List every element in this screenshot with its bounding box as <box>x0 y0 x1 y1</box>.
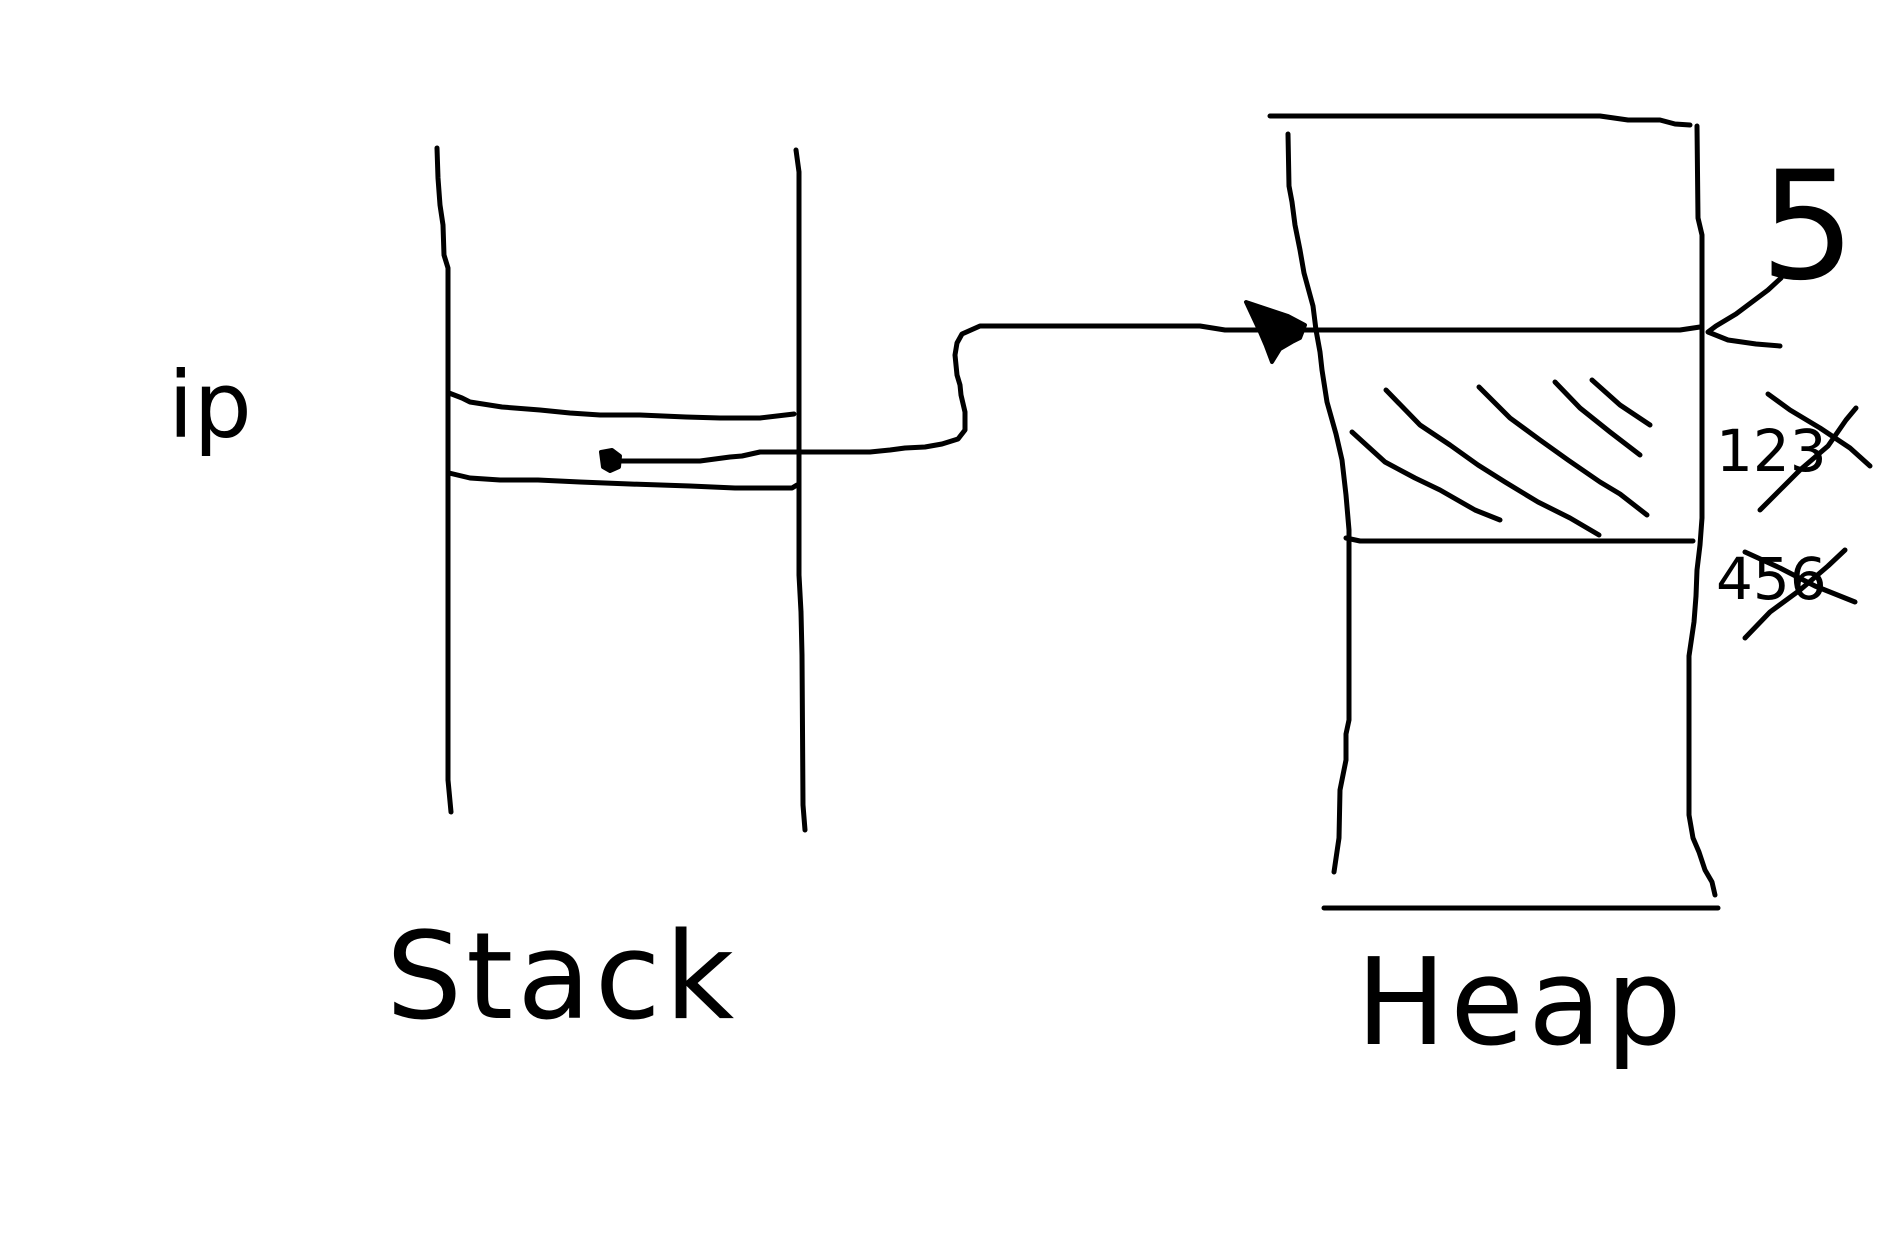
strike-123-mark-2 <box>1765 391 1873 469</box>
heap-block-hatch-2 <box>1349 429 1503 523</box>
heap-block-hatch-5 <box>1589 377 1653 428</box>
heap-label: Heap <box>1356 934 1686 1073</box>
struck-value-123: 123 <box>1716 417 1827 485</box>
heap-column <box>1267 113 1784 911</box>
pointer-variable-label: ip <box>168 352 252 459</box>
heap-block-top-line <box>1282 324 1703 333</box>
stack-right-wall <box>793 147 808 833</box>
stack-frame-ip <box>446 390 800 491</box>
pointer-arrowhead <box>1244 300 1307 364</box>
stack-label: Stack <box>386 908 739 1047</box>
heap-block-bottom-line <box>1343 535 1696 544</box>
heap-allocated-block <box>1282 324 1703 544</box>
heap-right-wall <box>1686 123 1718 898</box>
heap-block-hatch-3 <box>1476 384 1650 518</box>
stack-left-wall <box>434 145 454 815</box>
heap-left-wall <box>1285 131 1352 875</box>
heap-block-hatch-4 <box>1552 379 1643 458</box>
strike-456-mark-2 <box>1742 549 1858 605</box>
heap-top-line <box>1267 113 1693 128</box>
stack-column <box>434 145 808 833</box>
pointer-origin-dot <box>599 448 622 473</box>
stack-frame-bottom-line <box>446 470 800 491</box>
struck-value-456: 456 <box>1716 545 1827 613</box>
stack-frame-top-line <box>446 390 797 421</box>
pointer-arrow <box>599 300 1307 473</box>
pointer-line <box>615 323 1293 464</box>
strike-123-mark <box>1757 405 1859 513</box>
value-pointer-arrow <box>1705 275 1784 349</box>
current-value-label: 5 <box>1760 140 1856 314</box>
heap-block-hatch-1 <box>1383 387 1602 538</box>
strike-456-mark <box>1742 547 1848 641</box>
